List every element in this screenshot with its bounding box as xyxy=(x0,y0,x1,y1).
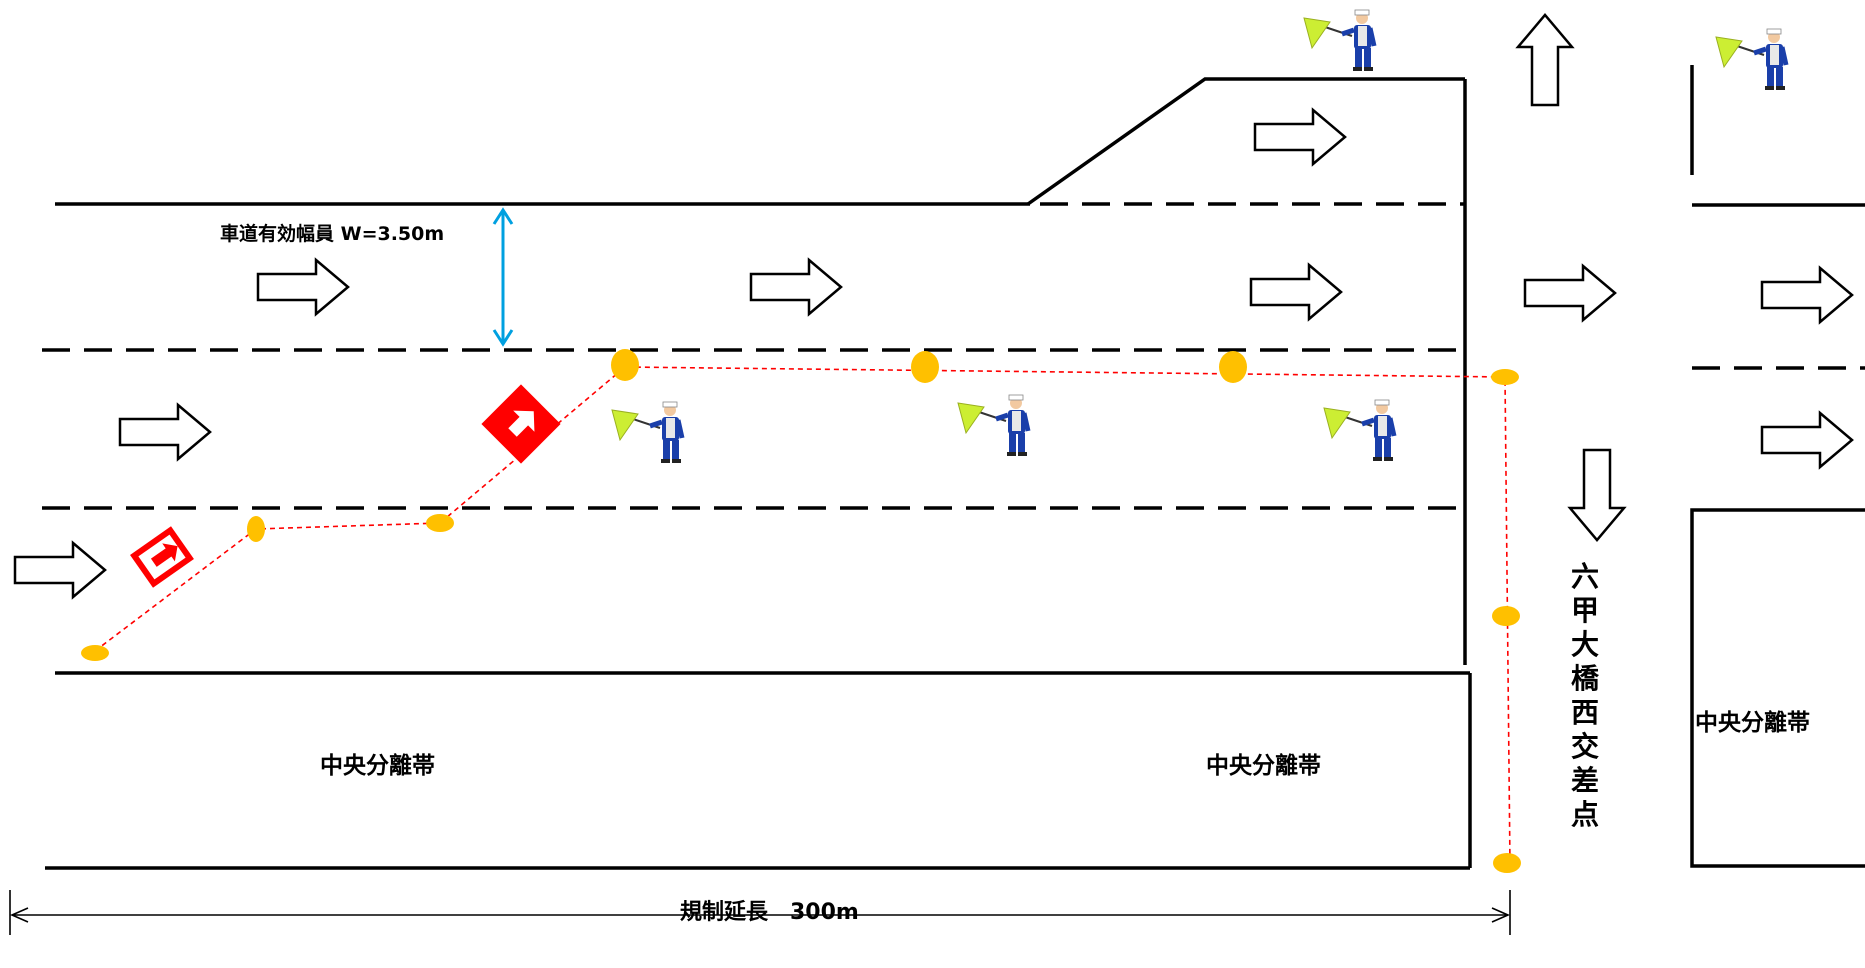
taper-lines xyxy=(94,366,1511,866)
yellow-cone-icon xyxy=(426,514,454,532)
flagger-icon xyxy=(1324,400,1394,461)
hollow-arrow-icon xyxy=(1516,13,1574,107)
direction-signs xyxy=(130,384,561,588)
median-label-middle: 中央分離帯 xyxy=(1206,753,1321,779)
lane-dashed-lines xyxy=(42,202,1865,510)
flagger-icon xyxy=(1304,10,1374,71)
red-arrow-sign-icon xyxy=(481,384,561,464)
hollow-arrow-icon xyxy=(13,541,107,599)
hollow-arrow-icon xyxy=(1760,266,1854,324)
cones xyxy=(81,349,1521,873)
hollow-arrow-icon xyxy=(1760,411,1854,469)
yellow-cone-icon xyxy=(81,645,109,661)
hollow-arrow-icon xyxy=(749,258,843,316)
yellow-cone-icon xyxy=(611,349,639,381)
hollow-arrow-icon xyxy=(1568,448,1626,542)
flagger-icon xyxy=(958,395,1028,456)
flagger-icon xyxy=(1716,29,1786,90)
yellow-cone-icon xyxy=(1219,351,1247,383)
median-label-left: 中央分離帯 xyxy=(320,753,435,779)
lane-width-dimension xyxy=(492,207,514,347)
hollow-arrow-icon xyxy=(256,258,350,316)
regulation-length-label: 規制延長 300m xyxy=(680,900,859,925)
hollow-arrow-icon xyxy=(1249,263,1343,321)
road-edge-lines xyxy=(45,65,1865,870)
yellow-cone-icon xyxy=(911,351,939,383)
yellow-cone-icon xyxy=(1493,853,1521,873)
intersection-name-label: 六甲大橋西交差点 xyxy=(1570,560,1599,831)
flaggers xyxy=(612,10,1786,463)
flagger-icon xyxy=(612,402,682,463)
lane-width-label: 車道有効幅員 W=3.50m xyxy=(220,223,445,245)
yellow-cone-icon xyxy=(1491,369,1519,385)
hollow-arrow-icon xyxy=(118,403,212,461)
hollow-arrow-icon xyxy=(1253,108,1347,166)
hollow-arrow-icon xyxy=(1523,264,1617,322)
yellow-cone-icon xyxy=(1492,606,1520,626)
yellow-cone-icon xyxy=(247,516,265,542)
red-arrow-sign-icon xyxy=(130,526,194,588)
median-label-right: 中央分離帯 xyxy=(1695,710,1810,736)
regulation-length-dimension xyxy=(9,890,1511,935)
